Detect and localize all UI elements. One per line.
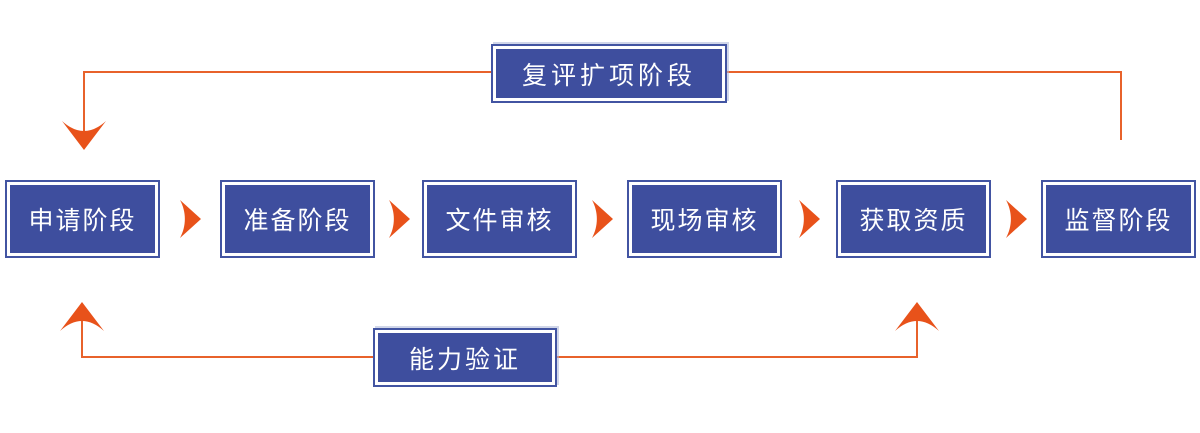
stage-label: 文件审核 bbox=[427, 185, 572, 253]
stage-box-obtain-qualification[interactable]: 获取资质 bbox=[836, 180, 991, 258]
chevron-down-icon bbox=[62, 121, 106, 150]
feedback-box-proficiency-testing[interactable]: 能力验证 bbox=[373, 328, 557, 387]
feedback-box-reassessment-expansion[interactable]: 复评扩项阶段 bbox=[491, 44, 727, 103]
top-feedback-line-right bbox=[727, 71, 1122, 140]
chevron-right-icon bbox=[592, 200, 613, 238]
stage-box-application[interactable]: 申请阶段 bbox=[5, 180, 160, 258]
stage-box-preparation[interactable]: 准备阶段 bbox=[220, 180, 375, 258]
chevron-up-icon bbox=[895, 302, 939, 331]
top-feedback-line-left bbox=[83, 71, 491, 134]
stage-label: 申请阶段 bbox=[10, 185, 155, 253]
chevron-right-icon bbox=[180, 200, 201, 238]
stage-box-onsite-review[interactable]: 现场审核 bbox=[627, 180, 782, 258]
stage-box-supervision[interactable]: 监督阶段 bbox=[1041, 180, 1196, 258]
stage-label: 监督阶段 bbox=[1046, 185, 1191, 253]
chevron-right-icon bbox=[799, 200, 820, 238]
feedback-label: 能力验证 bbox=[378, 333, 552, 382]
chevron-right-icon bbox=[1006, 200, 1027, 238]
feedback-label: 复评扩项阶段 bbox=[496, 49, 722, 98]
chevron-up-icon bbox=[60, 302, 104, 331]
chevron-right-icon bbox=[389, 200, 410, 238]
bottom-feedback-line-left bbox=[81, 320, 373, 358]
stage-label: 现场审核 bbox=[632, 185, 777, 253]
stage-box-document-review[interactable]: 文件审核 bbox=[422, 180, 577, 258]
bottom-feedback-line-right bbox=[557, 320, 918, 358]
stage-label: 获取资质 bbox=[841, 185, 986, 253]
stage-label: 准备阶段 bbox=[225, 185, 370, 253]
